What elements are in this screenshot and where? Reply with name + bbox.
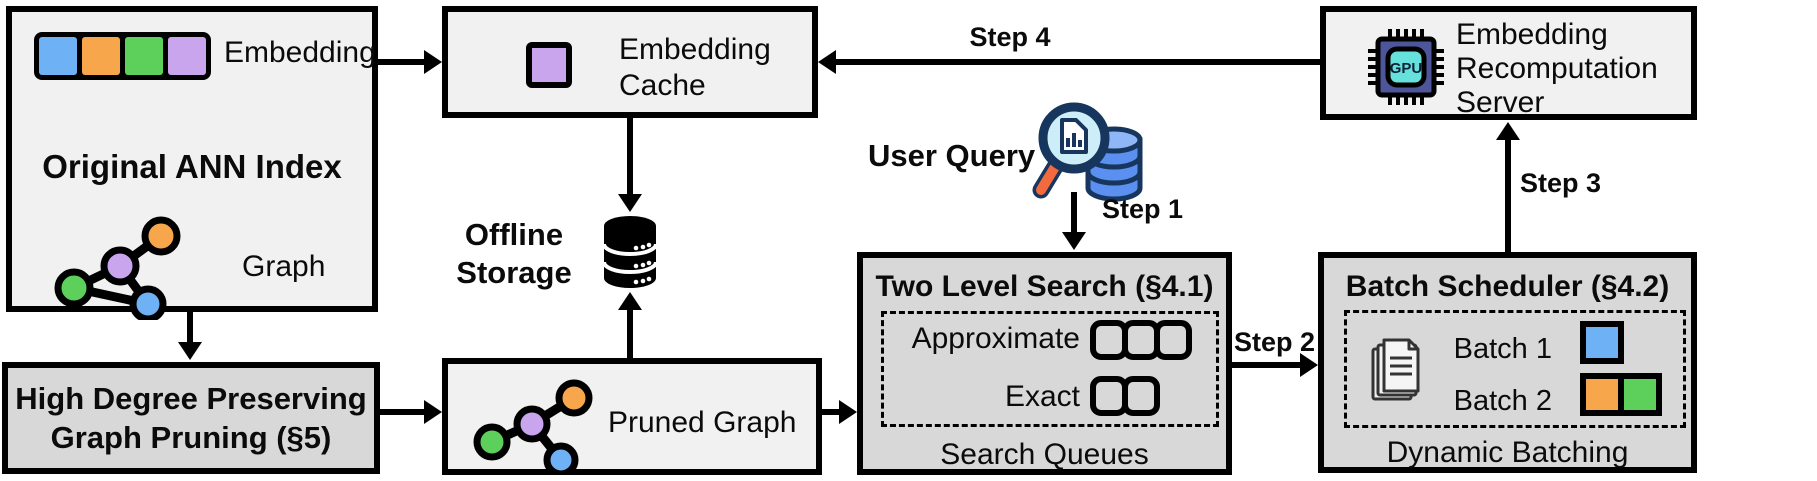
arrow-step4 [834,59,1320,65]
embedding-cache-label-line2: Cache [619,69,706,102]
dynamic-batching-caption: Dynamic Batching [1386,436,1629,469]
arrowhead-prunedgraph-to-storage [618,292,642,310]
original-graph-icon [54,216,181,320]
user-query-label: User Query [868,138,1036,173]
embedding-cache-box: Embedding Cache [442,6,818,118]
arrow-index-to-cache [378,59,426,65]
batch2-item-orange [1580,373,1624,416]
arrowhead-step1 [1062,232,1086,250]
embedding-cell-blue [39,37,77,75]
arrow-step2 [1232,362,1302,368]
arrowhead-cache-to-storage [618,194,642,212]
recompute-server-line2: Recomputation [1456,52,1658,85]
arrowhead-step3 [1496,122,1520,140]
pruned-graph-label: Pruned Graph [608,406,797,439]
queue-slot [1154,320,1192,360]
step3-label: Step 3 [1520,168,1602,198]
two-level-search-title: Two Level Search (§4.1) [875,270,1214,303]
arrow-step3 [1505,138,1511,252]
offline-storage-line2: Storage [456,255,572,290]
approximate-queue-slots [1090,320,1192,360]
pruned-graph-icon [473,379,593,472]
arrow-index-to-pruning [187,312,193,344]
arrowhead-step4 [818,50,836,74]
batch-scheduler-title: Batch Scheduler (§4.2) [1345,270,1670,303]
gpu-icon: GPU [1368,29,1444,105]
step4-label: Step 4 [969,22,1051,52]
cached-embedding-icon [526,42,572,88]
original-ann-index-title: Original ANN Index [42,148,342,185]
search-queues-caption: Search Queues [940,438,1149,471]
arrowhead-index-to-pruning [178,342,202,360]
database-icon [602,216,658,288]
recompute-server-line3: Server [1456,86,1545,119]
arrow-step1 [1071,192,1077,234]
graph-pruning-box: High Degree Preserving Graph Pruning (§5… [2,362,380,474]
batch-scheduler-box: Batch Scheduler (§4.2) Batch 1 Batch 2 D… [1318,252,1697,473]
step1-label: Step 1 [1102,194,1184,224]
embedding-vector-icon [34,32,211,80]
arrowhead-pruning-to-prunedgraph [424,400,442,424]
batch1-label: Batch 1 [1453,333,1552,365]
gpu-icon-label: GPU [1390,60,1423,77]
recompute-server-box: GPU Embedding Recomputation Server [1320,6,1697,120]
exact-label: Exact [1004,380,1080,413]
batch2-item-green [1618,373,1662,416]
batch2-label: Batch 2 [1453,385,1552,417]
arrowhead-step2 [1300,353,1318,377]
exact-queue-slots [1090,376,1160,416]
two-level-search-box: Two Level Search (§4.1) Approximate Exac… [857,252,1232,475]
pruned-graph-box: Pruned Graph [442,358,822,475]
user-query-icon [1032,102,1143,202]
arrowhead-index-to-cache [424,50,442,74]
arrow-prunedgraph-to-storage [627,308,633,358]
dynamic-batching-panel: Batch 1 Batch 2 [1344,310,1686,428]
embedding-cell-purple [168,37,206,75]
search-queues-panel: Approximate Exact [881,311,1219,427]
offline-storage-label: Offline Storage [438,216,590,292]
embedding-cell-green [125,37,163,75]
arrow-cache-to-storage [627,118,633,196]
embedding-cell-orange [82,37,120,75]
recompute-server-label: Embedding Recomputation Server [1456,18,1658,120]
embedding-label: Embedding [224,36,376,69]
graph-pruning-title-line1: High Degree Preserving [15,381,367,416]
approximate-label: Approximate [911,322,1080,355]
arrow-prunedgraph-to-search [822,409,841,415]
graph-label: Graph [242,250,326,283]
batch1-item-blue [1580,321,1624,364]
embedding-cache-label: Embedding Cache [619,32,771,104]
arrowhead-prunedgraph-to-search [839,400,857,424]
arrow-pruning-to-prunedgraph [380,409,426,415]
offline-storage-line1: Offline [464,217,564,252]
embedding-cache-label-line1: Embedding [619,33,771,66]
original-ann-index-box: Embedding Original ANN Index Graph [6,6,378,320]
documents-icon [1371,338,1420,401]
graph-pruning-title-line2: Graph Pruning (§5) [50,420,332,455]
step2-label: Step 2 [1234,327,1316,357]
recompute-server-line1: Embedding [1456,18,1608,51]
queue-slot [1122,376,1160,416]
